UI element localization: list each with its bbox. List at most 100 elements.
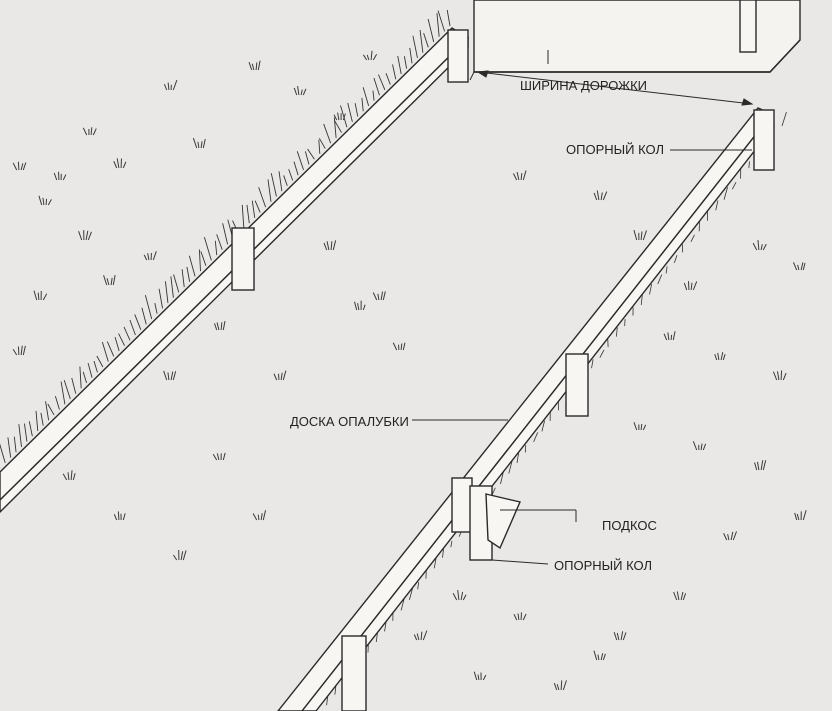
grass-tuft [212,452,226,461]
grass-blade [673,255,678,264]
grass-tuft [752,240,767,251]
grass-blade [400,598,405,611]
grass-blade [283,175,288,186]
grass-blade [173,274,180,293]
grass-blade [118,333,125,346]
grass-blade [307,148,315,160]
grass-tuft [633,230,647,241]
brace-piece [485,493,521,550]
grass-tuft [392,342,406,351]
grass-tuft [163,79,178,91]
grass-tuft [593,190,608,201]
grass-tuft [143,251,157,261]
grass-blade [657,274,663,285]
grass-blade [392,64,397,80]
grass-tuft [512,170,527,181]
grass-tuft [103,274,116,286]
grass-tuft [473,671,487,681]
grass-blade [397,55,402,75]
grass-tuft [794,510,807,521]
grass-blade [340,105,348,128]
grass-tuft [754,460,767,471]
right-stake-bottom [341,635,367,711]
grass-tuft [673,591,687,601]
grass-blade [403,56,408,69]
grass-blade [278,171,283,192]
grass-blade [293,161,299,176]
grass-blade [134,314,142,330]
grass-blade [412,35,418,59]
grass-blade [288,169,294,181]
grass-tuft [192,137,206,149]
label-support-stake-bottom: ОПОРНЫЙ КОЛ [554,558,652,573]
grass-blade [373,77,380,96]
grass-tuft [714,352,726,361]
brace-stake-outer [451,477,473,533]
grass-tuft [362,50,378,61]
grass-blade [361,97,364,112]
grass-tuft [172,550,187,561]
grass-blade [491,487,496,495]
label-brace: ПОДКОС [602,518,657,533]
grass-blade [362,87,370,107]
grass-blade [378,74,386,91]
grass-tuft [663,331,676,341]
label-form-board: ДОСКА ОПАЛУБКИ [290,414,409,429]
grass-tuft [723,531,737,541]
grass-blade [516,452,520,464]
grass-blade [141,307,147,325]
grass-tuft [53,171,67,181]
right-stake-top [753,109,775,171]
left-form-board [0,27,470,513]
grass-blade [508,460,513,474]
grass-blade [129,319,136,336]
grass-tuft [413,630,428,641]
grass-blade [258,187,267,208]
left-grass-edge [0,9,451,469]
grass-blade [450,540,453,548]
grass-tuft [248,60,261,71]
grass-tuft [772,370,787,381]
grass-blade [354,103,359,117]
right-stake-mid [565,353,589,417]
grass-blade [323,123,332,144]
grass-blade [188,255,196,277]
grass-blade [409,47,413,64]
grass-tuft [792,262,806,271]
grass-blade [318,138,326,149]
grass-blade [427,18,435,43]
grass-tuft [38,195,52,206]
grass-tuft [372,291,386,301]
grass-blade [13,436,17,453]
grass-blade [63,379,71,400]
grass-tuft [613,631,627,641]
grass-blade [164,281,169,304]
grass-tuft [452,590,467,601]
grass-blade [158,288,163,309]
grass-blade [665,266,668,274]
grass-tuft [33,290,48,301]
existing-slab [469,0,801,81]
grass-blade [181,269,185,288]
grass-blade [101,341,109,362]
grass-blade [304,151,310,165]
grass-blade [96,355,104,368]
grass-blade [715,200,719,211]
label-support-stake-top: ОПОРНЫЙ КОЛ [566,142,664,157]
left-stake-mid [231,227,255,291]
grass-blade [616,327,618,337]
grass-blade [334,120,342,133]
grass-blade [423,32,429,48]
grass-tuft [553,680,567,691]
right-form-board [277,107,775,711]
grass-blade [82,371,88,384]
grass-blade [599,349,605,358]
left-stake-top [447,29,469,83]
grass-blade [123,326,131,341]
grass-blade [47,403,55,416]
grass-blade [40,412,44,426]
label-path-width: ШИРИНА ДОРОЖКИ [520,78,647,93]
grass-blade [87,362,93,378]
grass-blade [690,234,695,243]
